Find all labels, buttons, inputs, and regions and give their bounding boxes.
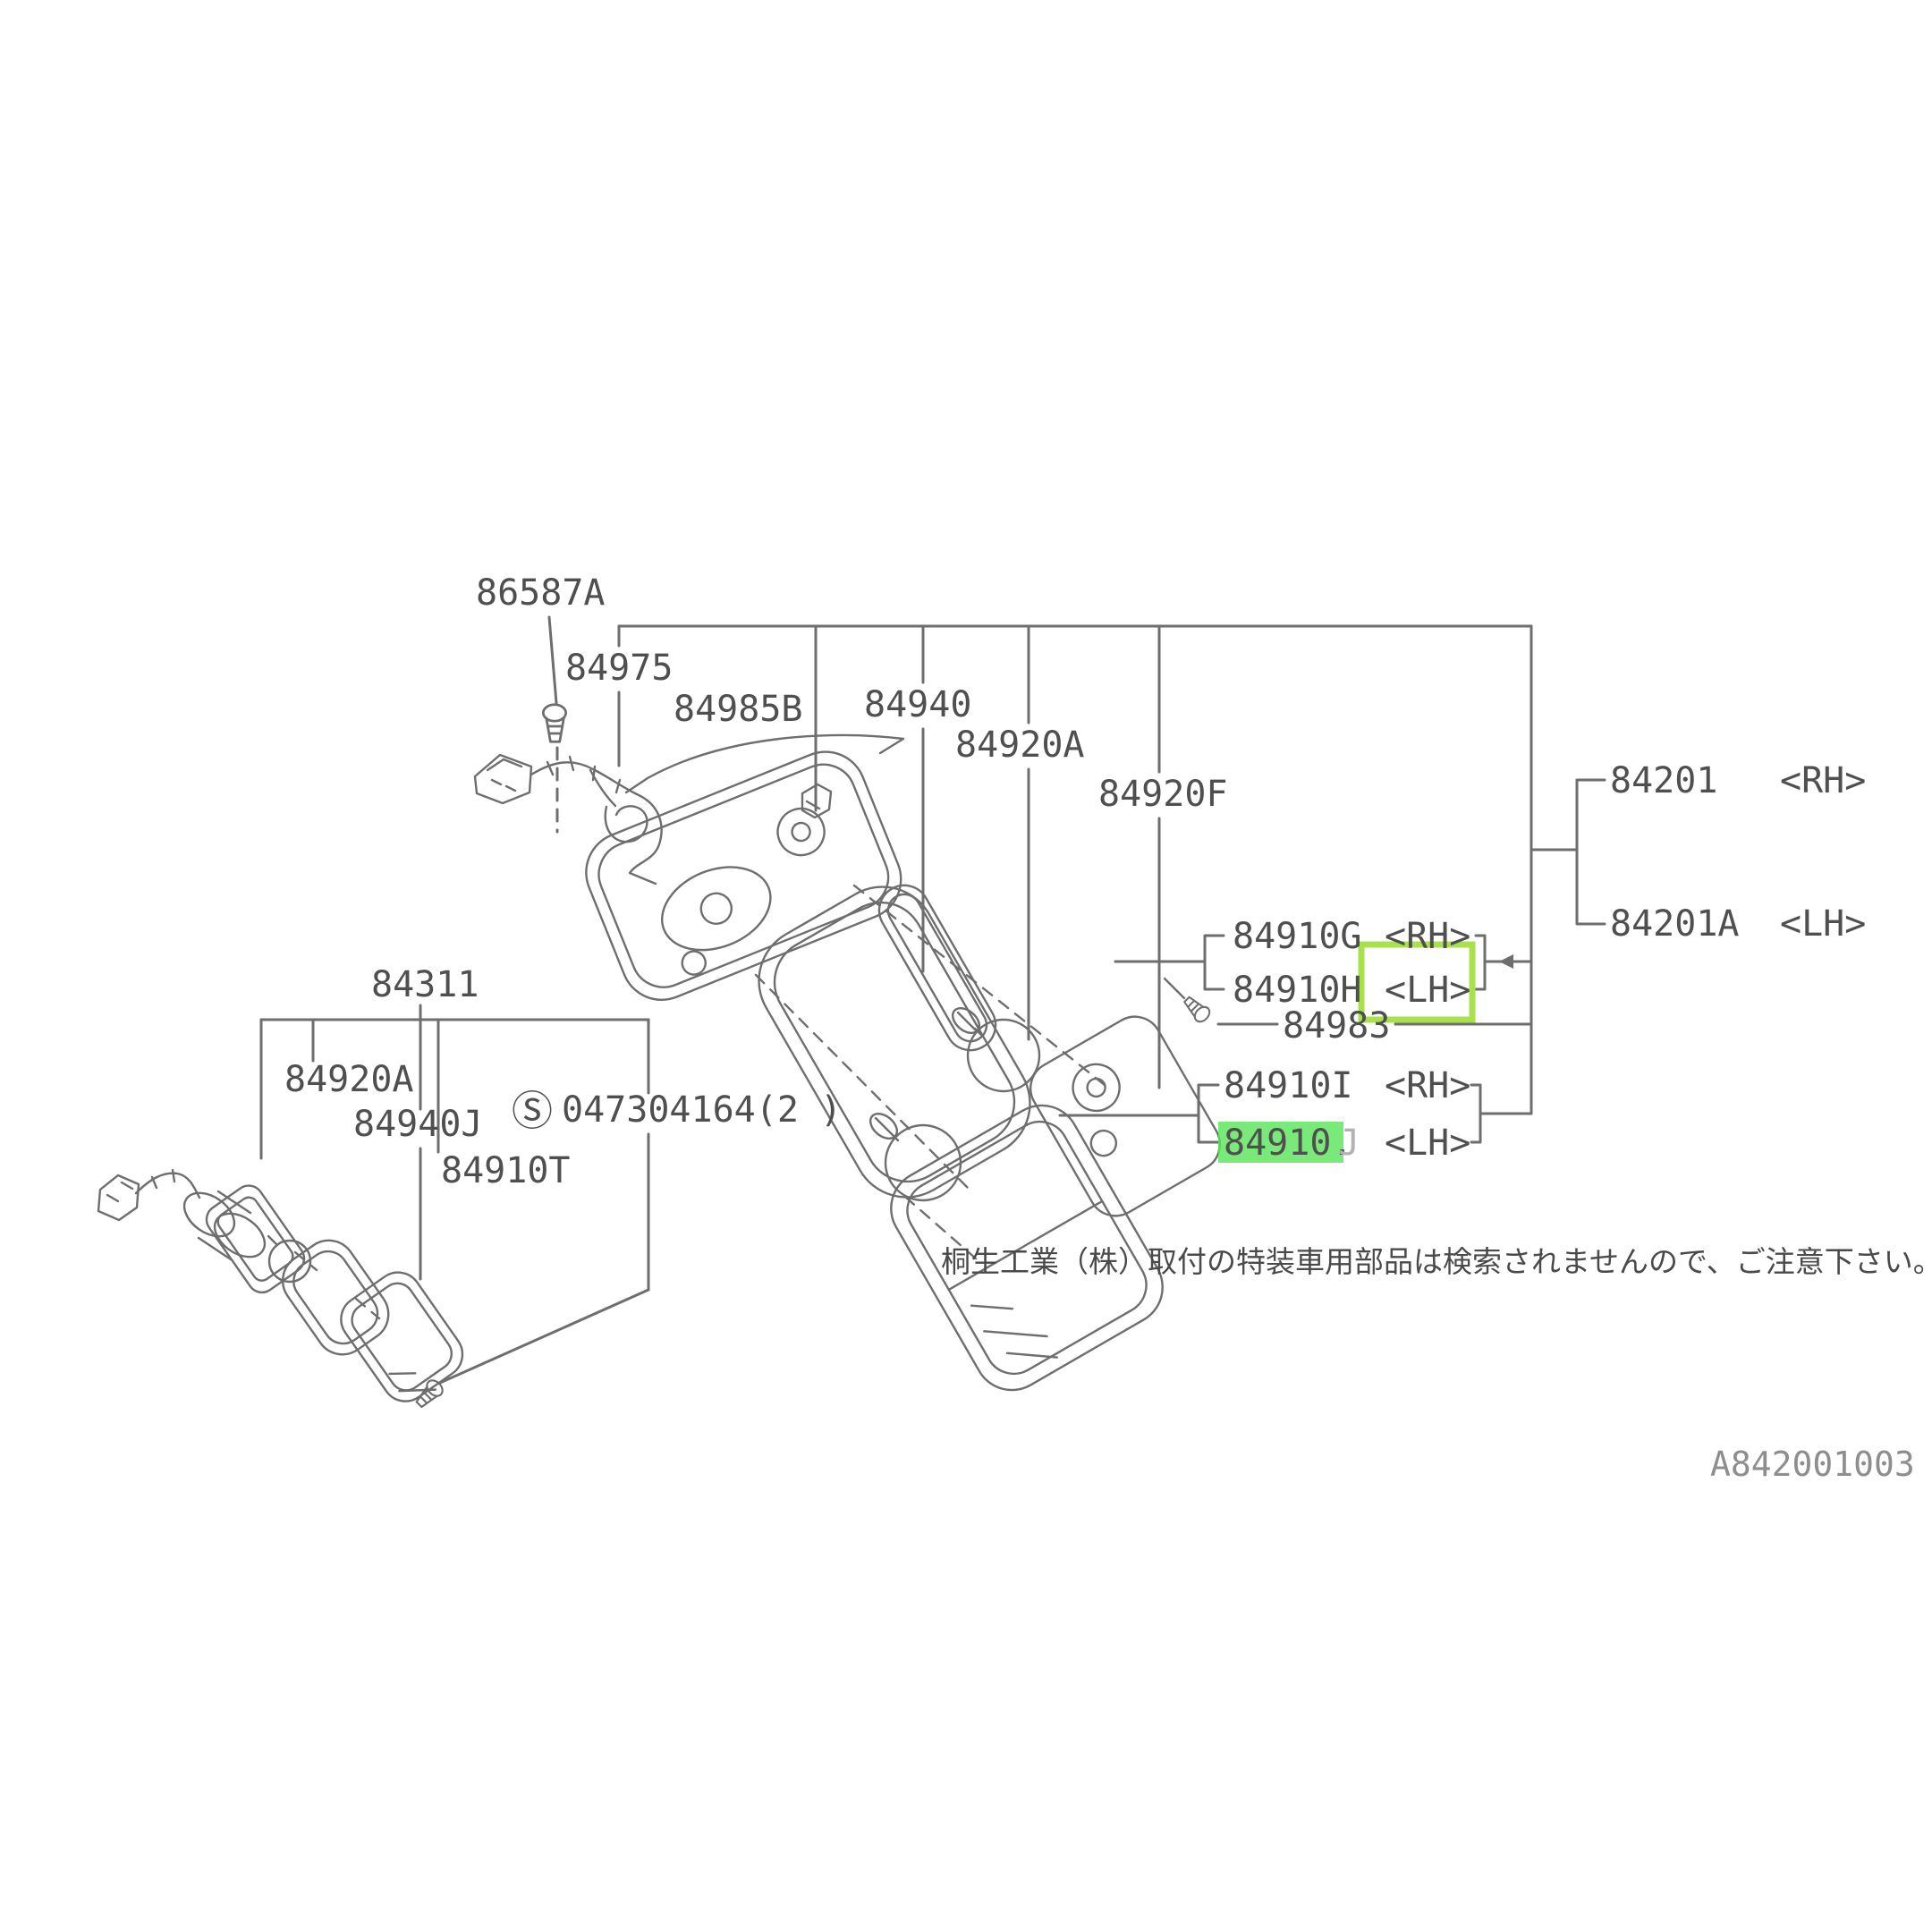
small-wire-drawing: [134, 1168, 201, 1199]
part-label-84311[interactable]: 84311: [371, 964, 479, 1005]
part-label-84920a-top[interactable]: 84920A: [955, 724, 1085, 766]
side-label-84910h-lh: <LH>: [1385, 970, 1470, 1011]
lens-drawing: [890, 1104, 1164, 1392]
diagram-id: A842001003: [1710, 1445, 1915, 1484]
small-lens-drawing: [293, 1250, 464, 1402]
harness-connector-drawing: [473, 753, 533, 805]
part-label-86587a[interactable]: 86587A: [476, 572, 606, 614]
side-label-84910i-rh: <RH>: [1385, 1065, 1470, 1106]
clip-screw-drawing: [541, 703, 568, 743]
selected-side-box: [1358, 941, 1476, 1023]
part-label-84940[interactable]: 84940: [864, 684, 971, 725]
side-label-84201a-lh: <LH>: [1780, 903, 1866, 945]
part-label-84910j-highlighted[interactable]: 84910.: [1224, 1123, 1353, 1164]
part-label-84910h[interactable]: 84910H: [1233, 970, 1362, 1011]
side-label-84910j-lh: <LH>: [1385, 1123, 1470, 1164]
small-socket-drawing: [182, 1190, 267, 1261]
side-label-84201-rh: <RH>: [1780, 760, 1866, 801]
part-label-84983[interactable]: 84983: [1283, 1005, 1390, 1046]
part-label-84940j[interactable]: 84940J: [353, 1104, 483, 1145]
part-label-84985b[interactable]: 84985B: [674, 689, 803, 730]
part-label-84975[interactable]: 84975: [565, 648, 673, 689]
lamp-housing-drawing: [585, 733, 905, 1002]
part-label-84920f[interactable]: 84920F: [1098, 774, 1228, 815]
packing-large-drawing: [758, 886, 1031, 1199]
small-connector-drawing: [97, 1174, 140, 1222]
selected-part-highlight: [1218, 1122, 1343, 1163]
part-label-84910j-suffix: J: [1338, 1123, 1360, 1164]
part-label-047304164[interactable]: 047304164(2 ): [562, 1089, 842, 1131]
harness-wire-drawing: [530, 755, 663, 886]
grommet-drawing: [801, 783, 833, 819]
part-label-84910i[interactable]: 84910I: [1224, 1065, 1353, 1106]
part-label-84201[interactable]: 84201: [1610, 760, 1717, 801]
part-label-84920a-bottom[interactable]: 84920A: [284, 1059, 414, 1100]
bulb-drawing: [951, 1007, 1041, 1093]
small-bulb-drawing: [267, 1234, 312, 1284]
part-label-84201a[interactable]: 84201A: [1610, 903, 1740, 945]
tail-lamp-assembly-drawing: [473, 703, 1222, 1392]
small-packing-drawing: [281, 1239, 390, 1356]
assembly-axis-dashed-lines: [754, 884, 1106, 1261]
screw-84983-drawing: [1180, 992, 1214, 1026]
back-panel-drawing: [1029, 1015, 1222, 1217]
s-circle-icon: Ⓢ: [512, 1087, 553, 1135]
side-label-84910g-rh: <RH>: [1385, 916, 1470, 957]
harness-hook-drawing: [604, 805, 648, 843]
side-lamp-assembly-drawing: [97, 1168, 464, 1411]
part-label-84910t[interactable]: 84910T: [441, 1150, 571, 1191]
part-label-84910g[interactable]: 84910G: [1233, 916, 1362, 957]
callout-lines: [259, 615, 1606, 1385]
caution-note: 桐生工業（株）取付の特装車用部品は検索されませんので、ご注意下さい。: [941, 1244, 1932, 1279]
